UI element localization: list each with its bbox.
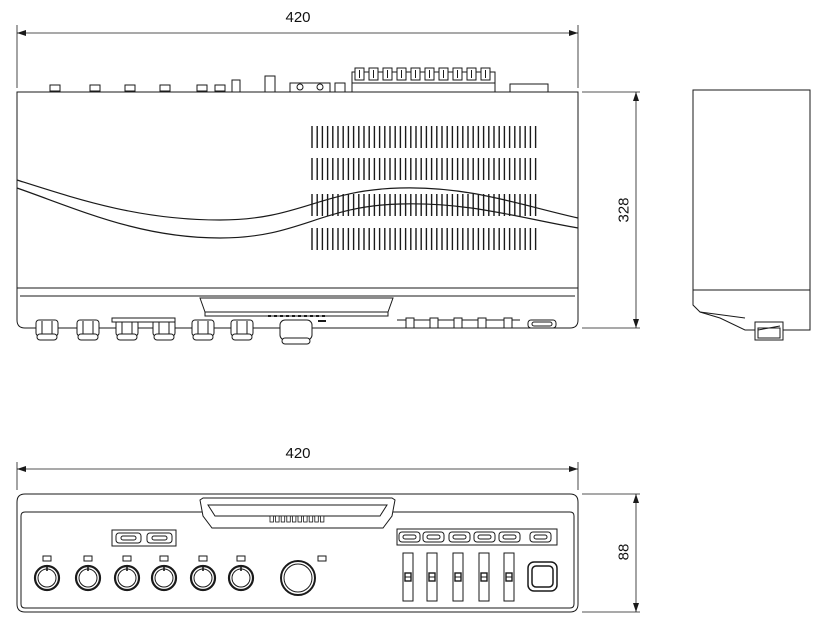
indicator-led [122, 555, 132, 562]
meter-led [316, 315, 319, 317]
knob-cap [116, 333, 138, 341]
front-height-dimension-line [582, 493, 640, 613]
knob-cap [77, 333, 99, 341]
button-frame [473, 531, 496, 543]
meter-led [286, 315, 289, 317]
front-width-label: 420 [285, 445, 311, 462]
channel-button[interactable] [398, 531, 421, 543]
top-depth-label: 328 [615, 197, 633, 223]
meter-led [268, 315, 271, 317]
ventilation-slots [311, 126, 537, 250]
button-frame [422, 531, 445, 543]
main-volume-knob-top [279, 319, 313, 345]
indicator-led [159, 555, 169, 562]
meter-led [303, 515, 308, 523]
channel-button[interactable] [498, 531, 521, 543]
level-meter-leds [268, 315, 325, 317]
button-frame [498, 531, 521, 543]
channel-button[interactable] [529, 531, 552, 543]
channel-button[interactable] [448, 531, 471, 543]
fader-cap [477, 317, 487, 329]
meter-led [269, 515, 274, 523]
meter-led [314, 515, 319, 523]
top-view-faders [397, 317, 520, 329]
indicator-led [198, 555, 208, 562]
rotary-knob[interactable] [74, 564, 102, 592]
meter-led [280, 315, 283, 317]
terminal-block [352, 67, 495, 84]
meter-led [322, 315, 325, 317]
fader-cap [429, 317, 439, 329]
top-depth-dimension-line [582, 91, 640, 329]
channel-buttons [398, 531, 552, 543]
top-width-label: 420 [285, 9, 311, 26]
front-width-dimension-line [16, 462, 579, 490]
meter-led [275, 515, 280, 523]
channel-fader[interactable] [452, 552, 464, 602]
channel-button[interactable] [422, 531, 445, 543]
button-lamp [477, 534, 492, 540]
display-bezel [199, 497, 396, 529]
rotary-knob[interactable] [33, 564, 61, 592]
button-frame [448, 531, 471, 543]
button-lamp [402, 534, 417, 540]
left-button-1[interactable] [115, 532, 142, 544]
meter-led [319, 515, 325, 523]
button-frame [529, 531, 552, 543]
knob-cap [36, 333, 58, 341]
meter-led [298, 315, 301, 317]
top-view-knobs [35, 319, 254, 341]
square-button[interactable] [527, 561, 558, 592]
channel-fader[interactable] [426, 552, 438, 602]
indicator-led [83, 555, 93, 562]
button-frame [398, 531, 421, 543]
front-view [16, 462, 640, 613]
break-line-upper [16, 179, 579, 221]
meter-led [286, 515, 291, 523]
fader-cap [453, 317, 463, 329]
button-lamp [426, 534, 441, 540]
display-window-top [199, 297, 394, 313]
channel-fader[interactable] [478, 552, 490, 602]
channel-button[interactable] [473, 531, 496, 543]
channel-fader[interactable] [503, 552, 515, 602]
button-lamp [452, 534, 467, 540]
top-width-dimension-line [16, 25, 579, 88]
left-button-2[interactable] [146, 532, 173, 544]
channel-fader[interactable] [402, 552, 414, 602]
break-line-lower [16, 187, 579, 239]
meter-led [310, 315, 313, 317]
button-lamp [533, 534, 548, 540]
meter-led [274, 315, 277, 317]
meter-led [297, 515, 302, 523]
channel-faders [402, 552, 515, 602]
knob-cap [153, 333, 175, 341]
knob-cap [231, 333, 253, 341]
front-height-label: 88 [615, 543, 633, 561]
front-knobs [33, 555, 255, 592]
meter-led [308, 515, 314, 523]
knob-cap [192, 333, 214, 341]
rear-connectors [49, 67, 549, 95]
top-view-body [16, 91, 579, 289]
side-view [692, 89, 811, 341]
button-lamp [502, 534, 517, 540]
main-volume-knob[interactable] [280, 560, 316, 596]
top-view [16, 25, 640, 345]
front-level-meter [269, 515, 325, 523]
rotary-knob[interactable] [150, 564, 178, 592]
meter-led [304, 315, 307, 317]
rotary-knob[interactable] [189, 564, 217, 592]
fader-cap [405, 317, 415, 329]
front-view-body [16, 493, 579, 613]
rotary-knob[interactable] [113, 564, 141, 592]
rotary-knob[interactable] [227, 564, 255, 592]
fader-cap [503, 317, 513, 329]
meter-led [292, 315, 295, 317]
meter-led [291, 515, 297, 523]
meter-led [280, 515, 286, 523]
indicator-led [42, 555, 52, 562]
indicator-led [236, 555, 246, 562]
